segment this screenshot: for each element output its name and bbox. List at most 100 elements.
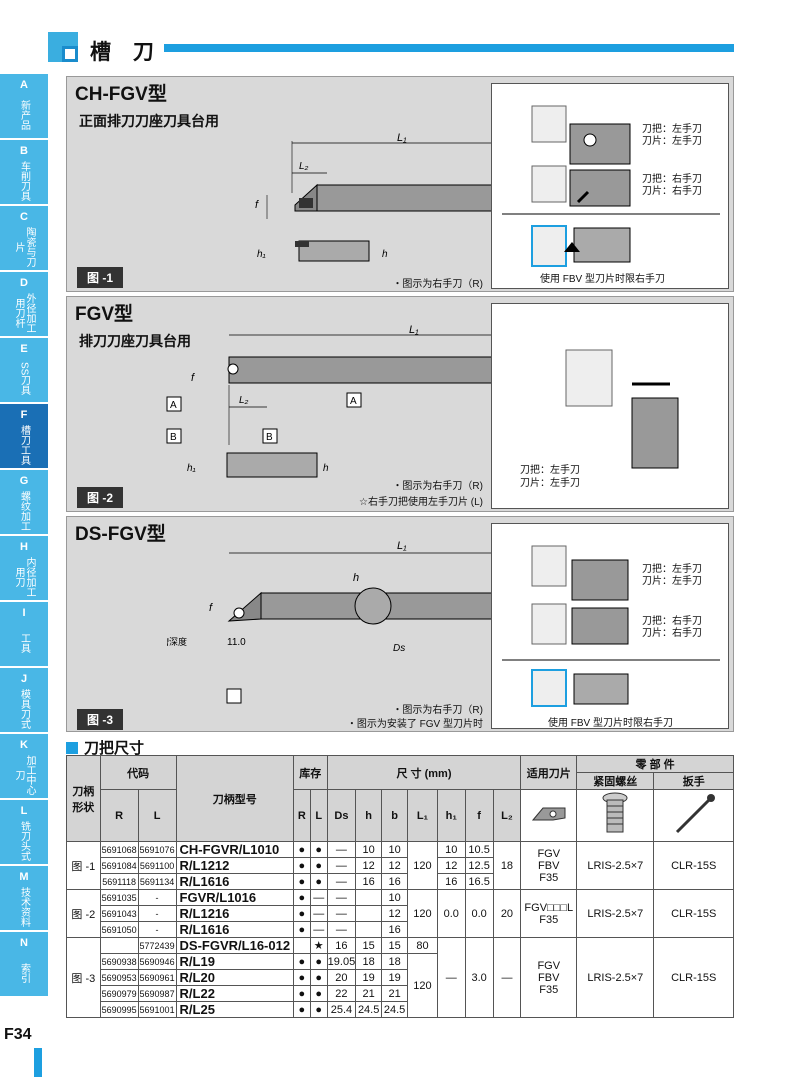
sidebar-item-k[interactable]: K 加工中心刀 [0, 734, 48, 800]
th-h: h [355, 789, 383, 842]
cell-l1: 80 [407, 937, 438, 954]
cell-stock-r: ● [292, 969, 311, 986]
cell-b: 18 [381, 953, 409, 970]
cell-h1: 0.0 [436, 889, 466, 938]
datum-b1: B [170, 432, 177, 443]
cell-ds: — [326, 873, 357, 890]
th-wrench: 扳手 [653, 772, 734, 790]
th-l: L [137, 789, 177, 842]
cell-model: R/L1616 [175, 873, 294, 890]
dim-l1: L₁ [409, 325, 419, 336]
panel-ds-fgv: DS-FGV型 L₁ h b f Ds 最大开槽深度 11.0 图 -3 ・图示… [66, 516, 734, 732]
sidebar-label: 铣刀头式 [18, 821, 30, 861]
cell-stock-l: ● [309, 857, 328, 874]
cell-code-l: 5691100 [137, 857, 177, 874]
drawing-fgv: L₁ L₂ f b A A B B h₁ h [166, 325, 533, 478]
cell-fig: 图 -3 [66, 937, 101, 1018]
sidebar-item-a[interactable]: A 新产品 [0, 74, 48, 140]
panel-title: CH-FGV型 [75, 84, 167, 105]
cell-code-l: 5691001 [137, 1001, 177, 1018]
cell-h: 16 [355, 873, 383, 890]
dim-l1: L₁ [397, 540, 407, 552]
hand-note-1: 刀把：左手刀刀片：左手刀 [642, 124, 702, 147]
sidebar-letter: L [20, 805, 28, 817]
datum-a2: A [350, 396, 357, 407]
table-row: 5691043-R/L1216●——12 [67, 905, 734, 922]
cell-stock-l: ● [309, 873, 328, 890]
cell-model: R/L25 [175, 1001, 294, 1018]
dim-ds: Ds [393, 643, 405, 654]
cell-code-l: - [137, 921, 177, 938]
table-header-row: R L R L Ds h b L₁ h₁ f L₂ [67, 789, 734, 842]
cell-b: 10 [381, 841, 409, 858]
sidebar-letter: A [20, 79, 28, 91]
cell-ds: 16 [326, 937, 357, 954]
sidebar-label: 加工中心刀 [13, 755, 35, 795]
cell-stock-l: ● [309, 1001, 328, 1018]
sidebar-label: 模具刀式 [18, 689, 30, 729]
cell-l2: 20 [492, 889, 522, 938]
cell-code-l: - [137, 889, 177, 906]
dim-h: h [353, 572, 359, 584]
page-bar [34, 1048, 42, 1077]
sidebar-letter: K [20, 739, 28, 751]
wrench-icon [653, 789, 734, 842]
cell-model: R/L1616 [175, 921, 294, 938]
cell-h: 18 [355, 953, 383, 970]
panel-fgv: FGV型 排刀刀座刀具台用 L₁ L₂ f b A A B B h₁ h 图 -… [66, 296, 734, 512]
sidebar-label: SS刀具 [18, 362, 30, 396]
sidebar-label: 螺纹加工 [18, 491, 30, 531]
hand-diagram: 刀把：左手刀刀片：左手刀 刀把：右手刀刀片：右手刀 使用 FBV 型刀片时限右手… [491, 83, 729, 289]
hand-diagram-art [565, 349, 679, 469]
cell-code-l: 5690987 [137, 985, 177, 1002]
sidebar-label: 新产品 [18, 100, 30, 130]
datum-a1: A [170, 400, 177, 411]
dim-l1: L₁ [397, 133, 407, 144]
cell-ds: 22 [326, 985, 357, 1002]
th-ds: Ds [326, 789, 357, 842]
cell-model: R/L20 [175, 969, 294, 986]
sidebar-item-l[interactable]: L 铣刀头式 [0, 800, 48, 866]
cell-code-r [99, 937, 139, 954]
cell-b: 21 [381, 985, 409, 1002]
cell-model: R/L22 [175, 985, 294, 1002]
dim-h: h [382, 249, 388, 260]
cell-stock-r: ● [292, 905, 311, 922]
cell-model: CH-FGVR/L1010 [175, 841, 294, 858]
cell-ds: 19.05 [326, 953, 357, 970]
cell-b: 10 [381, 889, 409, 906]
cell-stock-r: ● [292, 953, 311, 970]
hand-note-1: 刀把：左手刀刀片：左手刀 [520, 465, 580, 489]
hand-diagram: 刀把：左手刀刀片：左手刀 刀把：右手刀刀片：右手刀 使用 FBV 型刀片时限右手… [491, 523, 729, 729]
screw-icon [576, 789, 655, 842]
panel-subtitle: 正面排刀刀座刀具台用 [79, 113, 219, 129]
cell-h1: 12 [436, 857, 466, 874]
cell-h [355, 889, 383, 906]
th-stock-l: L [309, 789, 328, 842]
datum-b2: B [266, 432, 273, 443]
cell-f: 0.0 [464, 889, 494, 938]
cell-b: 16 [381, 921, 409, 938]
cell-code-l: 5691076 [137, 841, 177, 858]
cell-wrench: CLR-15S [653, 889, 734, 938]
sidebar-label: 外径加工用刀杆 [13, 293, 35, 333]
panel-title: FGV型 [75, 304, 134, 325]
cell-model: FGVR/L1016 [175, 889, 294, 906]
cell-ds: — [326, 889, 357, 906]
cell-code-r: 5690979 [99, 985, 139, 1002]
cell-l1: 120 [407, 953, 438, 1018]
hand-note-2: 刀把：右手刀刀片：右手刀 [642, 616, 702, 639]
cell-l1: 120 [407, 889, 438, 938]
